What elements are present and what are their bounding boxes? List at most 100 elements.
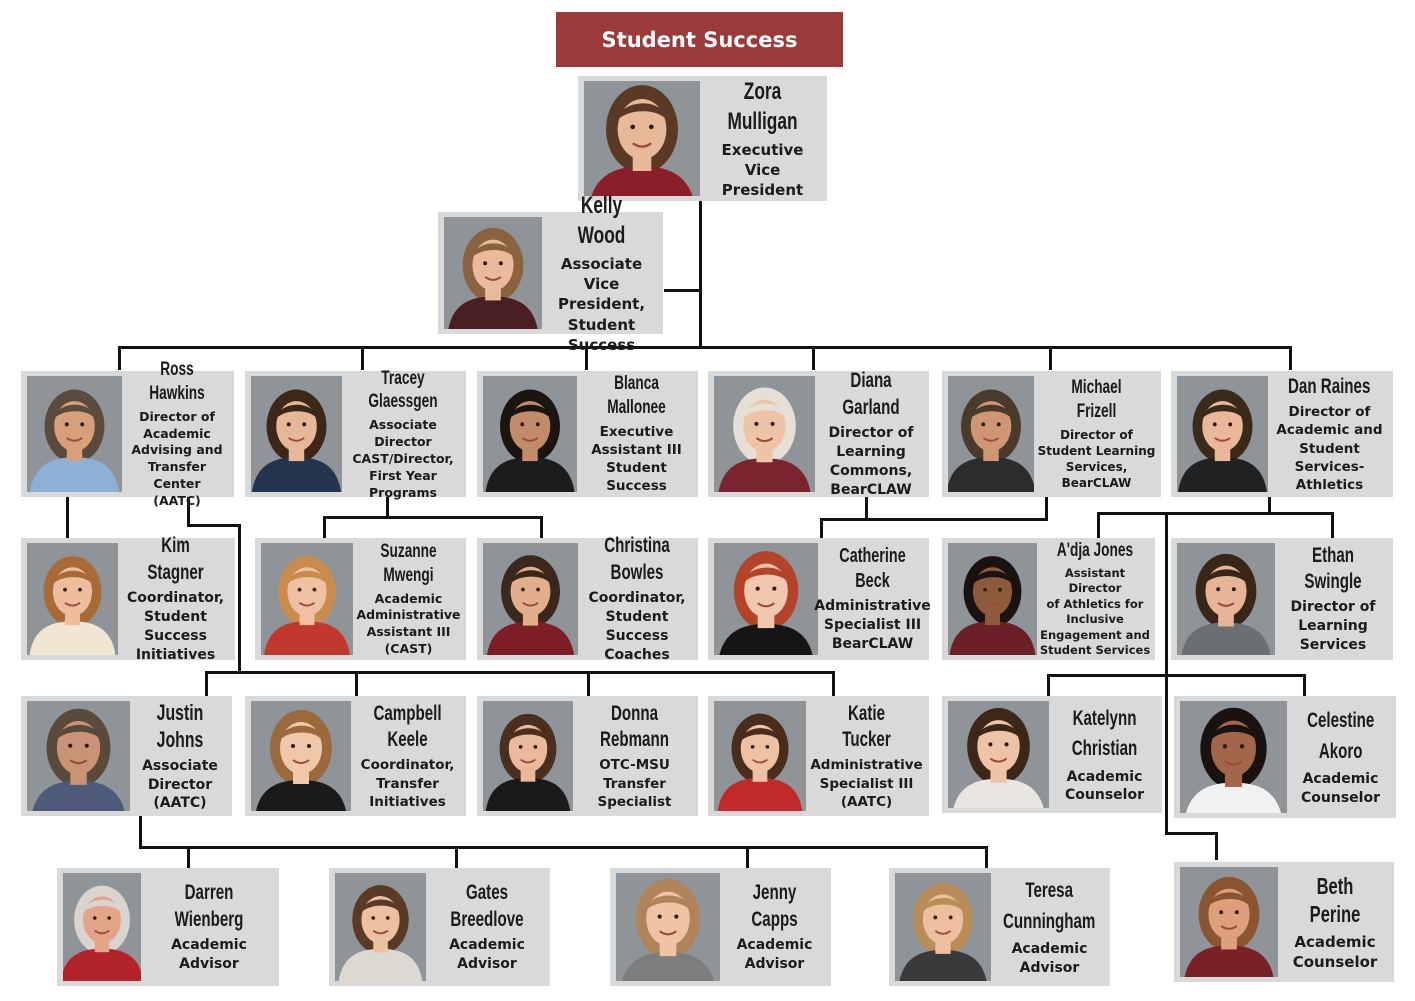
portrait-photo bbox=[251, 701, 351, 811]
person-name: Justin Johns bbox=[156, 699, 204, 753]
person-name: A'dja Jones bbox=[1056, 540, 1134, 562]
portrait-photo bbox=[1180, 701, 1287, 813]
person-name: Ross Hawkins bbox=[149, 359, 205, 404]
connector-line bbox=[1049, 346, 1052, 370]
person-name: Katie Tucker bbox=[842, 701, 891, 752]
person-name: Darren Wienberg bbox=[174, 881, 244, 931]
connector-line bbox=[238, 524, 241, 674]
person-name: Ethan Swingle bbox=[1304, 543, 1362, 594]
portrait-photo bbox=[948, 543, 1037, 655]
person-title: Director of Learning Services bbox=[1290, 599, 1376, 654]
connector-line bbox=[118, 346, 1292, 349]
portrait-photo bbox=[483, 376, 577, 492]
person-photo bbox=[1177, 543, 1275, 655]
connector-line bbox=[746, 846, 749, 868]
connector-line bbox=[187, 496, 190, 526]
person-title: Associate Director (AATC) bbox=[142, 757, 218, 812]
portrait-photo bbox=[948, 376, 1034, 492]
connector-line bbox=[386, 496, 389, 518]
connector-line bbox=[985, 846, 988, 868]
portrait-photo bbox=[444, 217, 542, 329]
person-title: Coordinator, Transfer Initiatives bbox=[360, 757, 455, 810]
portrait-photo bbox=[483, 701, 573, 811]
person-title: Academic Advisor bbox=[171, 936, 247, 972]
person-photo bbox=[27, 376, 122, 492]
portrait-photo bbox=[714, 701, 806, 811]
person-name: Kim Stagner bbox=[147, 534, 204, 584]
person-title: Administrative Specialist III BearCLAW bbox=[814, 598, 931, 652]
person-title: Academic Counselor bbox=[1301, 771, 1380, 806]
person-name: Michael Frizell bbox=[1071, 377, 1122, 423]
person-photo bbox=[483, 376, 577, 492]
connector-line bbox=[139, 816, 142, 848]
connector-line bbox=[1047, 674, 1305, 677]
connector-line bbox=[1165, 512, 1168, 834]
connector-line bbox=[455, 846, 458, 868]
connector-line bbox=[118, 346, 121, 370]
person-photo bbox=[483, 701, 573, 811]
person-photo bbox=[27, 701, 130, 811]
person-photo bbox=[616, 873, 720, 981]
connector-line bbox=[1165, 832, 1217, 835]
portrait-photo bbox=[616, 873, 720, 981]
person-title: Academic Advisor bbox=[449, 936, 525, 972]
person-name: Catherine Beck bbox=[839, 545, 906, 593]
connector-line bbox=[323, 516, 543, 519]
portrait-photo bbox=[1177, 376, 1268, 492]
person-name: Kelly Wood bbox=[577, 191, 626, 249]
person-title: Academic Counselor bbox=[1065, 768, 1144, 804]
person-photo bbox=[261, 543, 353, 655]
person-photo bbox=[714, 543, 818, 655]
connector-line bbox=[812, 346, 815, 370]
person-photo bbox=[1180, 867, 1278, 977]
connector-line bbox=[355, 671, 358, 697]
connector-line bbox=[585, 346, 588, 370]
connector-line bbox=[1097, 512, 1100, 538]
person-photo bbox=[1177, 376, 1268, 492]
person-name: Suzanne Mwengi bbox=[380, 541, 437, 586]
person-name: Katelynn Christian bbox=[1071, 706, 1138, 761]
connector-line bbox=[187, 846, 190, 868]
person-title: Director of Learning Commons, BearCLAW bbox=[828, 424, 914, 498]
person-photo bbox=[948, 543, 1037, 655]
person-title: Coordinator, Student Success Initiatives bbox=[126, 589, 225, 663]
person-photo bbox=[714, 701, 806, 811]
person-title: Director of Academic and Student Service… bbox=[1276, 404, 1383, 493]
portrait-photo bbox=[27, 376, 122, 492]
person-photo bbox=[948, 701, 1049, 808]
person-title: Director of Student Learning Services, B… bbox=[1037, 427, 1156, 491]
connector-line bbox=[1331, 512, 1334, 538]
portrait-photo bbox=[63, 873, 141, 981]
portrait-photo bbox=[483, 543, 578, 655]
portrait-photo bbox=[27, 543, 118, 655]
connector-line bbox=[1097, 512, 1333, 515]
